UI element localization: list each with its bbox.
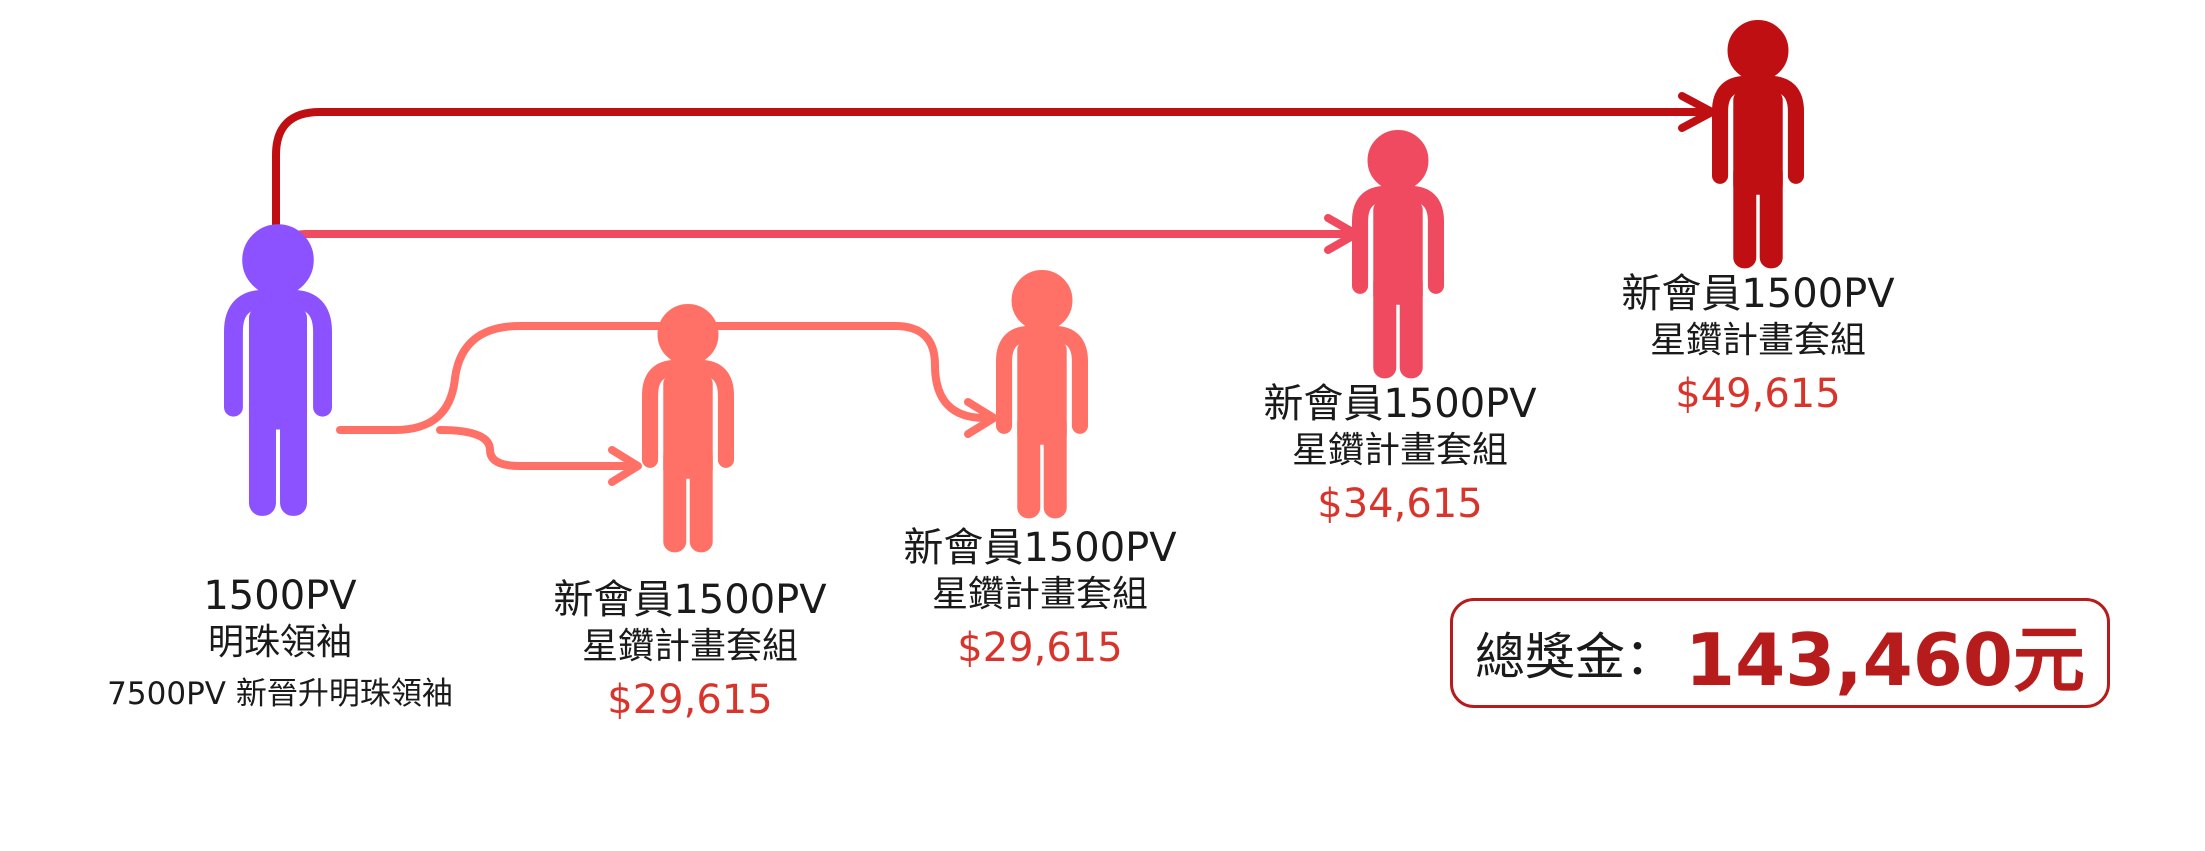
- member-amount: $34,615: [1317, 481, 1483, 527]
- arrow-head-icon: [1678, 92, 1716, 132]
- member-package: 星鑽計畫套組: [581, 626, 798, 667]
- member-label: 新會員1500PV 星鑽計畫套組 $29,615: [850, 524, 1230, 674]
- connector-leader-to-member3: [278, 214, 1360, 259]
- total-bonus-label: 總獎金：: [1475, 628, 1676, 686]
- leader-note: 7500PV 新晉升明珠領袖: [107, 676, 453, 712]
- member-package: 星鑽計畫套組: [1649, 320, 1866, 361]
- total-bonus-box: 總獎金： 143,460元: [1450, 598, 2110, 708]
- connector-leader-to-member4: [272, 92, 1716, 294]
- person-icon: [1360, 131, 1436, 378]
- member-label: 新會員1500PV 星鑽計畫套組 $34,615: [1210, 380, 1590, 530]
- person-icon: [1720, 21, 1796, 268]
- person-icon: [1004, 271, 1080, 518]
- member-amount: $29,615: [957, 625, 1123, 671]
- leader-pv: 1500PV: [203, 573, 357, 619]
- member-pv: 新會員1500PV: [1263, 381, 1537, 427]
- person-icon: [650, 305, 726, 552]
- member-pv: 新會員1500PV: [903, 525, 1177, 571]
- member-package: 星鑽計畫套組: [1291, 430, 1508, 471]
- person-icon: [233, 225, 322, 515]
- connector-leader-to-member1: [436, 426, 642, 486]
- member-pv: 新會員1500PV: [553, 577, 827, 623]
- member-amount: $29,615: [607, 677, 773, 723]
- connector-leader-to-member2: [336, 322, 998, 438]
- member-pv: 新會員1500PV: [1621, 271, 1895, 317]
- member-label: 新會員1500PV 星鑽計畫套組 $29,615: [500, 576, 880, 726]
- total-bonus-value: 143,460元: [1685, 617, 2085, 702]
- member-package: 星鑽計畫套組: [931, 574, 1148, 615]
- leader-rank: 明珠領袖: [207, 622, 352, 663]
- member-amount: $49,615: [1675, 371, 1841, 417]
- arrow-head-icon: [608, 446, 642, 486]
- member-label: 新會員1500PV 星鑽計畫套組 $49,615: [1568, 270, 1948, 420]
- leader-label: 1500PV 明珠領袖 7500PV 新晉升明珠領袖: [60, 572, 500, 716]
- arrow-head-icon: [964, 398, 998, 438]
